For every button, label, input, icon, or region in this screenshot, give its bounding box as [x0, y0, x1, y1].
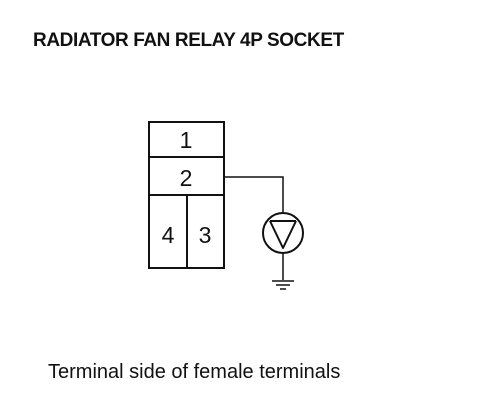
diagram-title: RADIATOR FAN RELAY 4P SOCKET	[33, 30, 344, 51]
terminal-2-label: 2	[180, 165, 193, 191]
connector-socket	[148, 121, 225, 269]
test-light-icon	[262, 212, 304, 254]
diagram-caption: Terminal side of female terminals	[48, 361, 341, 383]
test-wire	[224, 176, 284, 213]
terminal-1-label: 1	[180, 127, 193, 153]
ground-icon	[272, 280, 294, 290]
terminal-3-label: 3	[199, 222, 212, 248]
terminal-4-label: 4	[162, 222, 175, 248]
